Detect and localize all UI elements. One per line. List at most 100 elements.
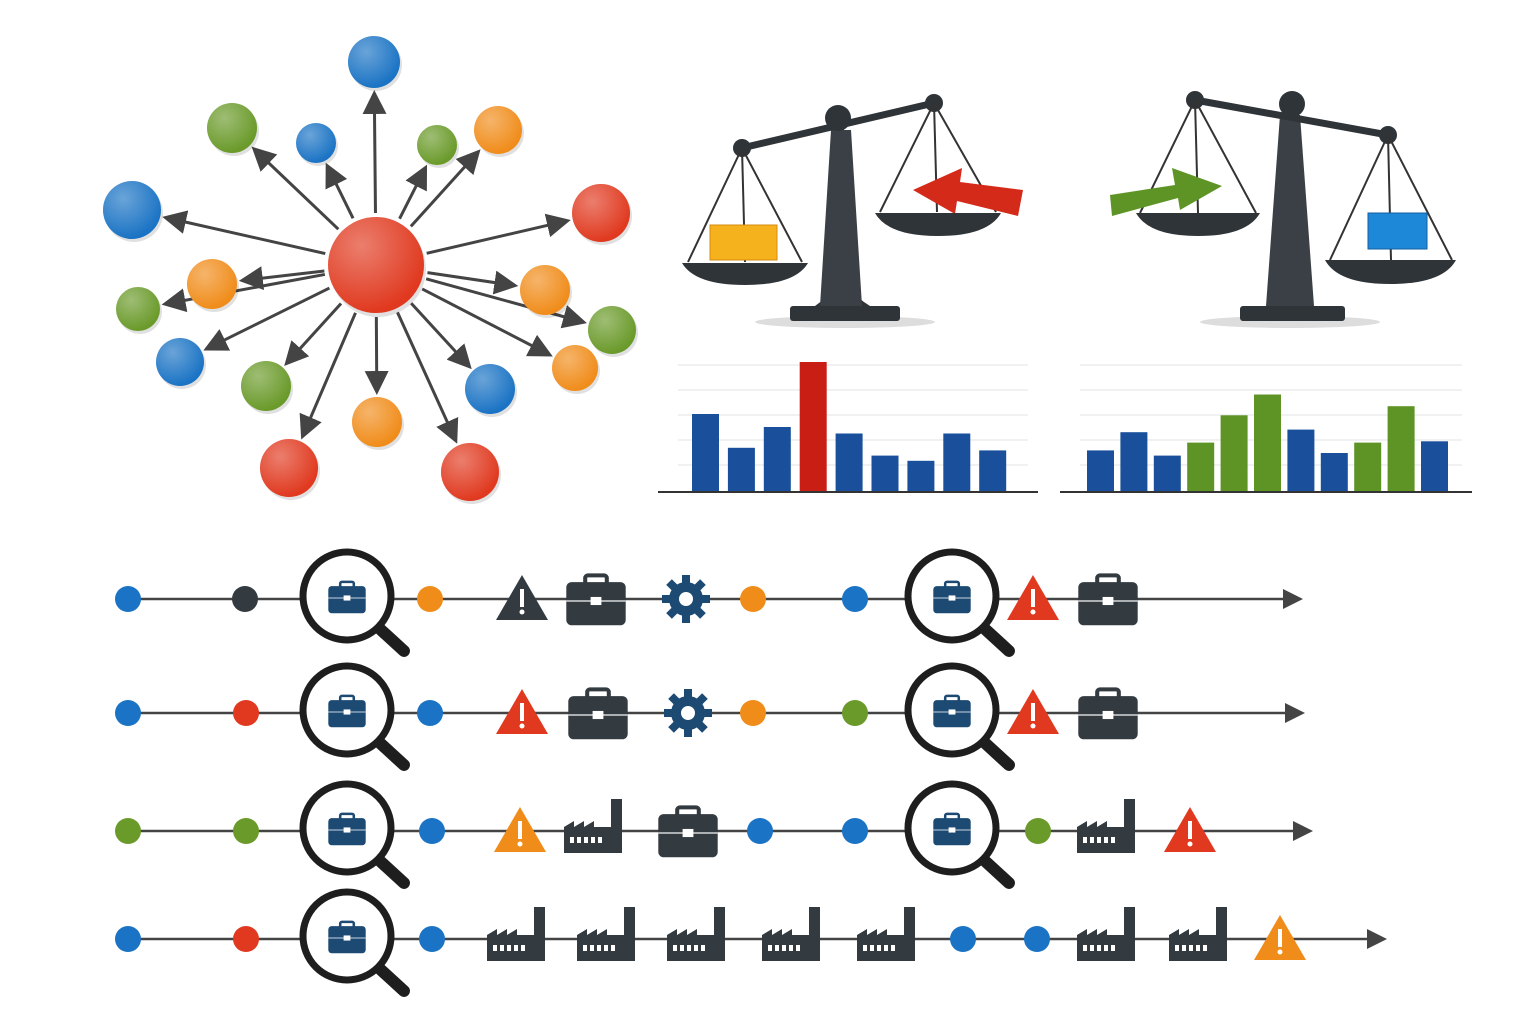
- magnifier-briefcase-icon: [904, 780, 1015, 889]
- warning-icon-red: [1007, 689, 1059, 734]
- balance-scale-right: [1110, 91, 1456, 328]
- orange-box-icon: [709, 224, 778, 261]
- briefcase-icon: [658, 805, 718, 858]
- bar: [979, 450, 1007, 492]
- magnifier-briefcase-icon: [299, 548, 410, 657]
- bar: [943, 433, 971, 492]
- briefcase-icon: [568, 687, 628, 740]
- bar: [871, 455, 899, 492]
- timeline-1: [115, 548, 1303, 657]
- bar: [907, 460, 935, 492]
- dot-green: [233, 818, 259, 844]
- dot-blue: [417, 700, 443, 726]
- timelines: [115, 548, 1387, 997]
- dot-blue: [1024, 926, 1050, 952]
- timeline-3: [115, 780, 1313, 889]
- gear-icon: [662, 575, 710, 623]
- arrow: [238, 266, 325, 291]
- briefcase-icon: [1078, 573, 1138, 626]
- warning-icon-orange: [494, 807, 546, 852]
- bar: [692, 414, 719, 492]
- arrow: [409, 149, 481, 228]
- arrow: [325, 162, 355, 219]
- magnifier-briefcase-icon: [904, 548, 1015, 657]
- briefcase-icon: [566, 573, 626, 626]
- scale-pole: [1266, 115, 1314, 306]
- scale-base: [1240, 306, 1345, 321]
- arrow: [421, 287, 553, 357]
- bar: [1087, 450, 1114, 492]
- balance-scale-left: [682, 94, 1023, 328]
- blue-box-icon: [1367, 212, 1428, 250]
- magnifier-briefcase-icon: [299, 780, 410, 889]
- dot-blue: [950, 926, 976, 952]
- dot-blue: [842, 586, 868, 612]
- bar: [763, 427, 791, 492]
- dot-orange: [740, 586, 766, 612]
- factory-icon: [762, 907, 820, 961]
- bar: [835, 433, 863, 492]
- bar: [1220, 415, 1248, 492]
- dot-green: [115, 818, 141, 844]
- bar: [1320, 453, 1348, 492]
- arrow: [426, 213, 571, 255]
- warning-icon-red: [1164, 807, 1216, 852]
- dot-blue: [115, 700, 141, 726]
- warning-icon-dark: [496, 575, 548, 620]
- green-arrow-right-icon: [1110, 168, 1222, 216]
- dot-blue: [842, 818, 868, 844]
- arrow: [299, 312, 357, 440]
- warning-icon-red: [496, 689, 548, 734]
- magnifier-briefcase-icon: [299, 888, 410, 997]
- arrow: [203, 286, 331, 351]
- bar: [727, 447, 755, 492]
- dot-blue: [115, 926, 141, 952]
- factory-icon: [564, 799, 622, 853]
- timeline-2: [115, 662, 1305, 771]
- scale-pivot: [825, 105, 851, 131]
- bar-charts: [658, 362, 1472, 493]
- arrow: [398, 164, 428, 220]
- arrow: [162, 210, 326, 256]
- bar: [1354, 442, 1382, 492]
- factory-icon: [667, 907, 725, 961]
- bar: [1421, 441, 1448, 492]
- bar: [1120, 432, 1148, 492]
- bar: [799, 362, 827, 492]
- bar-chart-2: [1060, 364, 1472, 493]
- arrow: [362, 89, 387, 214]
- timeline-4: [115, 888, 1387, 997]
- scale-pan-left: [682, 263, 808, 285]
- factory-icon: [1077, 799, 1135, 853]
- dot-green: [1025, 818, 1051, 844]
- factory-icon: [1077, 907, 1135, 961]
- dot-red: [233, 700, 259, 726]
- bar: [1153, 455, 1181, 492]
- arrow: [251, 146, 340, 231]
- bar-chart-1: [658, 362, 1038, 493]
- scale-pivot: [1279, 91, 1305, 117]
- bar: [1254, 394, 1281, 492]
- warning-icon-orange: [1254, 915, 1306, 960]
- briefcase-icon: [1078, 687, 1138, 740]
- dot-blue: [747, 818, 773, 844]
- magnifier-briefcase-icon: [904, 662, 1015, 771]
- scale-beam: [1194, 96, 1389, 139]
- factory-icon: [487, 907, 545, 961]
- bar: [1187, 442, 1215, 492]
- scale-pan-right: [875, 213, 1001, 236]
- dot-red: [233, 926, 259, 952]
- factory-icon: [1169, 907, 1227, 961]
- bar: [1287, 429, 1315, 492]
- factory-icon: [577, 907, 635, 961]
- dot-blue: [419, 818, 445, 844]
- bar: [1387, 406, 1415, 492]
- arrow: [396, 311, 459, 444]
- gear-icon: [664, 689, 712, 737]
- dot-blue: [419, 926, 445, 952]
- dot-orange: [417, 586, 443, 612]
- dot-orange: [740, 700, 766, 726]
- arrow: [427, 270, 519, 295]
- dot-blue: [115, 586, 141, 612]
- dot-dark: [232, 586, 258, 612]
